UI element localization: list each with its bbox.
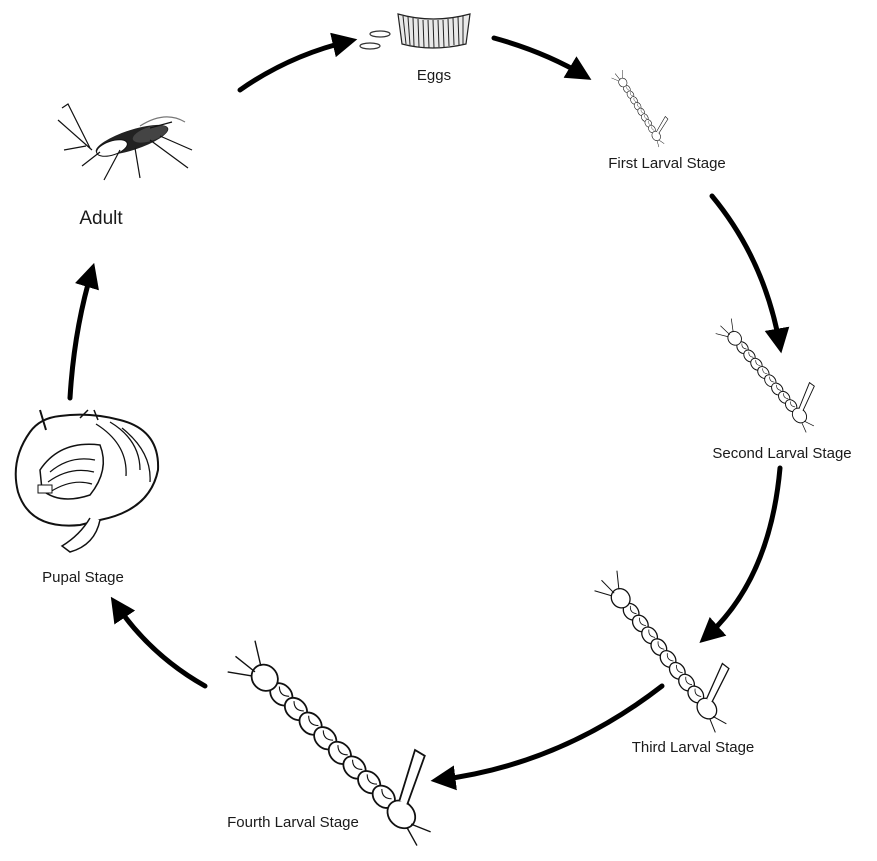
third-larval-illustration bbox=[592, 552, 755, 737]
stage-labels: Eggs First Larval Stage Second Larval St… bbox=[42, 67, 852, 831]
arrow-eggs-to-first-larval bbox=[494, 38, 585, 76]
arrow-first-to-second-larval bbox=[712, 196, 780, 346]
adult-mosquito-illustration bbox=[58, 104, 192, 180]
arrow-second-to-third-larval bbox=[705, 468, 780, 638]
arrow-adult-to-eggs bbox=[240, 41, 350, 90]
third-larval-label: Third Larval Stage bbox=[632, 739, 755, 756]
eggs-label: Eggs bbox=[417, 67, 451, 84]
adult-label: Adult bbox=[79, 208, 123, 229]
first-larval-label: First Larval Stage bbox=[608, 155, 726, 172]
pupal-label: Pupal Stage bbox=[42, 569, 124, 586]
first-larval-illustration bbox=[611, 63, 678, 149]
pupa-illustration bbox=[16, 410, 158, 552]
arrow-third-to-fourth-larval bbox=[438, 686, 662, 780]
second-larval-label: Second Larval Stage bbox=[712, 445, 851, 462]
fourth-larval-label: Fourth Larval Stage bbox=[227, 814, 359, 831]
eggs-illustration bbox=[360, 14, 470, 49]
arrow-pupal-to-adult bbox=[70, 270, 92, 398]
arrow-fourth-larval-to-pupal bbox=[115, 603, 205, 686]
